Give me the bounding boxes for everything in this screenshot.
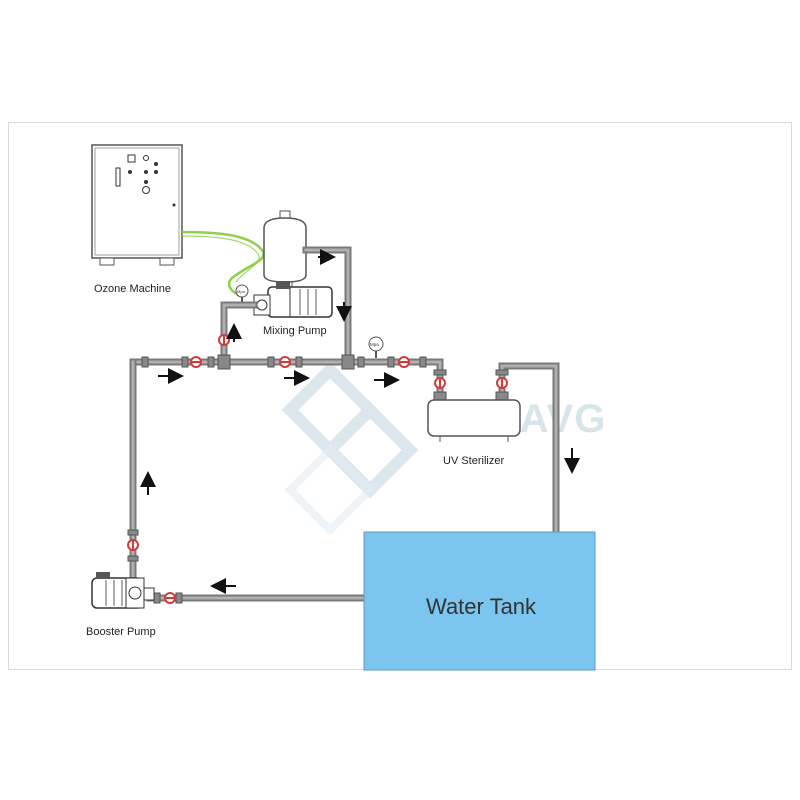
main-pressure-gauge <box>368 336 384 358</box>
valves <box>127 334 508 604</box>
flow-arrows <box>140 249 580 594</box>
water-tank-label: Water Tank <box>426 594 537 619</box>
booster-pump-label: Booster Pump <box>86 626 156 638</box>
booster-pump <box>91 572 155 609</box>
mixing-gauge-unit: Mpa <box>237 289 246 294</box>
uv-sterilizer-label: UV Sterilizer <box>443 455 504 467</box>
ozone-gas-line <box>181 230 265 298</box>
pipe-fittings <box>127 354 509 604</box>
mixing-vessel <box>263 210 307 291</box>
main-gauge-unit: Mpa <box>370 342 379 347</box>
water-tank <box>363 531 596 671</box>
pipe-network <box>129 246 560 602</box>
valve-icon <box>127 539 139 551</box>
valve-icon <box>279 356 291 368</box>
valve-icon <box>398 356 410 368</box>
valve-icon <box>434 377 446 389</box>
ozone-machine <box>91 144 183 266</box>
mixing-pump-label: Mixing Pump <box>263 325 327 337</box>
mixing-pressure-gauge <box>235 284 249 302</box>
watermark-logo <box>281 361 419 536</box>
valve-icon <box>164 592 176 604</box>
valve-icon <box>496 377 508 389</box>
valve-icon <box>190 356 202 368</box>
ozone-machine-label: Ozone Machine <box>94 283 171 295</box>
mixing-pump <box>253 281 333 318</box>
uv-sterilizer <box>427 399 521 442</box>
valve-icon <box>218 334 230 346</box>
